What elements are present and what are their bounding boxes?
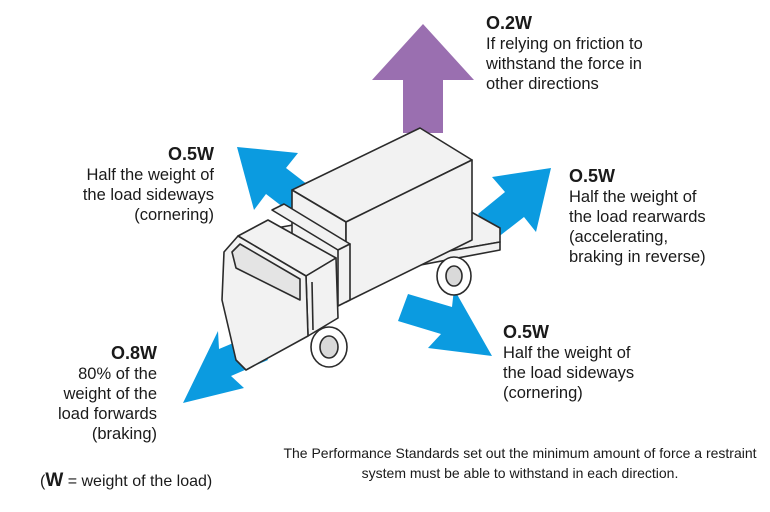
label-top-force: O.2W If relying on friction to withstand…	[486, 12, 746, 94]
force-value: O.5W	[167, 144, 214, 164]
footnote-open: (	[40, 473, 46, 490]
label-forward-force: O.8W 80% of the weight of the load forwa…	[20, 342, 157, 444]
force-description: Half the weight of the load sideways (co…	[82, 166, 214, 224]
caption-text: The Performance Standards set out the mi…	[283, 445, 757, 481]
label-sideways-left-force: O.5W Half the weight of the load sideway…	[40, 143, 214, 225]
footnote-symbol: W	[45, 470, 64, 491]
force-description: If relying on friction to withstand the …	[486, 35, 643, 93]
force-description: Half the weight of the load sideways (co…	[503, 344, 635, 402]
truck-icon	[221, 127, 501, 371]
arrow-up-icon	[372, 24, 474, 133]
force-value: O.5W	[503, 322, 550, 342]
label-rear-force: O.5W Half the weight of the load rearwar…	[569, 165, 769, 267]
force-value: O.5W	[569, 166, 616, 186]
force-description: 80% of the weight of the load forwards (…	[57, 365, 157, 443]
weight-footnote: (W = weight of the load)	[40, 470, 212, 492]
force-description: Half the weight of the load rearwards (a…	[569, 188, 706, 266]
force-value: O.8W	[110, 343, 157, 363]
arrow-right-up-icon	[478, 168, 551, 238]
footnote-text: = weight of the load)	[63, 473, 213, 490]
force-value: O.2W	[486, 13, 533, 33]
label-sideways-right-force: O.5W Half the weight of the load sideway…	[503, 321, 703, 403]
arrow-right-down-icon	[398, 289, 492, 356]
